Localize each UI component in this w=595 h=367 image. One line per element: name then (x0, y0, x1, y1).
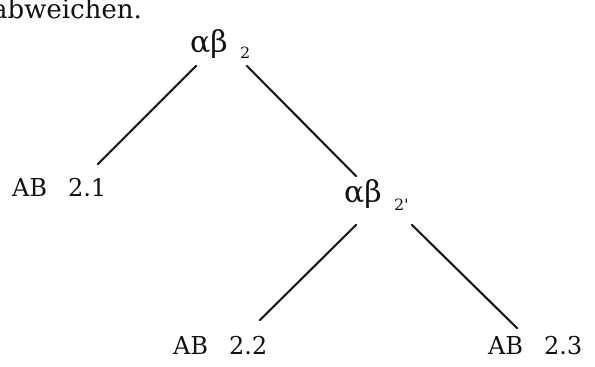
edge-root-to-inner (245, 64, 358, 178)
leaf-prefix: AB (487, 332, 523, 360)
header-fragment: abweichen. (0, 0, 142, 25)
leaf-number: 2.2 (229, 332, 267, 360)
leaf-ab-2-2: AB 2.2 (172, 332, 267, 360)
inner-node: αβ 2' (344, 175, 409, 214)
leaf-number: 2.1 (68, 174, 106, 202)
leaf-number: 2.3 (544, 332, 582, 360)
root-node: αβ 2 (190, 25, 250, 62)
edge-inner-to-ab22 (258, 223, 358, 322)
root-node-label: αβ (190, 25, 228, 60)
edge-root-to-ab21 (96, 64, 198, 166)
edge-inner-to-ab23 (410, 223, 519, 330)
leaf-prefix: AB (11, 174, 47, 202)
leaf-ab-2-1: AB 2.1 (11, 174, 106, 202)
inner-node-label: αβ (344, 175, 382, 210)
inner-node-subscript: 2' (394, 195, 409, 214)
leaf-ab-2-3: AB 2.3 (487, 332, 582, 360)
root-node-subscript: 2 (240, 43, 250, 62)
leaf-prefix: AB (172, 332, 208, 360)
